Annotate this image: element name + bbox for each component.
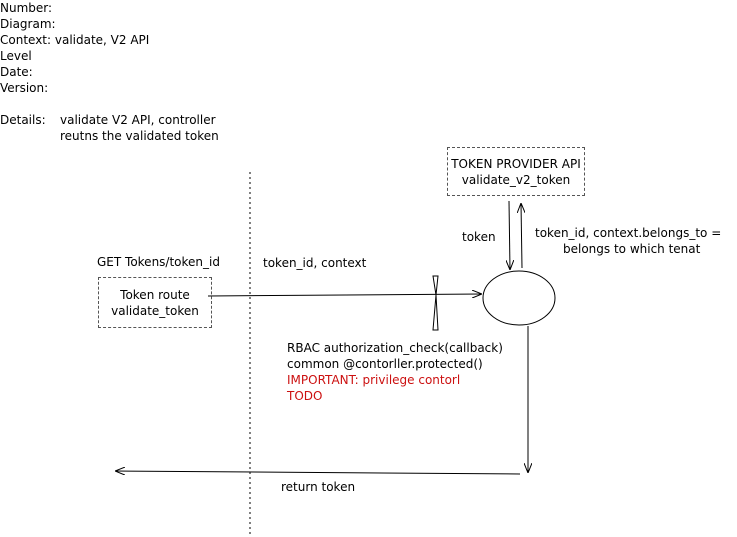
return-arrow [115, 471, 521, 474]
token-provider-title: TOKEN PROVIDER API [451, 157, 581, 171]
meta-number: Number: [0, 1, 53, 15]
token-down-arrow [509, 200, 510, 270]
token-provider-method: validate_v2_token [461, 173, 571, 187]
request-label: GET Tokens/token_id [97, 255, 220, 269]
rbac-important: IMPORTANT: privilege contorl [287, 373, 461, 387]
token-route-box: Token route validate_token [98, 277, 212, 328]
rbac-line2: common @contorller.protected() [287, 357, 483, 371]
meta-details-line1: validate V2 API, controller [60, 113, 216, 127]
token-route-method: validate_token [111, 304, 199, 318]
request-arrow [207, 294, 482, 296]
controller-node [482, 270, 556, 326]
response-label-line2: belongs to which tenat [563, 242, 701, 256]
request-params-label: token_id, context [263, 256, 367, 270]
token-up-arrow [521, 203, 522, 269]
rbac-line1: RBAC authorization_check(callback) [287, 341, 503, 355]
meta-date: Date: [0, 65, 33, 79]
rbac-checkpoint [432, 275, 439, 331]
rbac-todo: TODO [287, 389, 323, 403]
response-label-line1: token_id, context.belongs_to = [535, 226, 722, 240]
return-token-label: return token [281, 480, 356, 494]
meta-version: Version: [0, 81, 49, 95]
meta-level: Level [0, 49, 32, 63]
token-provider-box: TOKEN PROVIDER API validate_v2_token [447, 147, 585, 196]
meta-details-line2: reutns the validated token [60, 129, 219, 143]
meta-details-label: Details: [0, 113, 46, 127]
meta-context: Context: validate, V2 API [0, 33, 150, 47]
meta-diagram: Diagram: [0, 17, 56, 31]
token-label: token [462, 230, 496, 244]
token-route-title: Token route [120, 288, 190, 302]
